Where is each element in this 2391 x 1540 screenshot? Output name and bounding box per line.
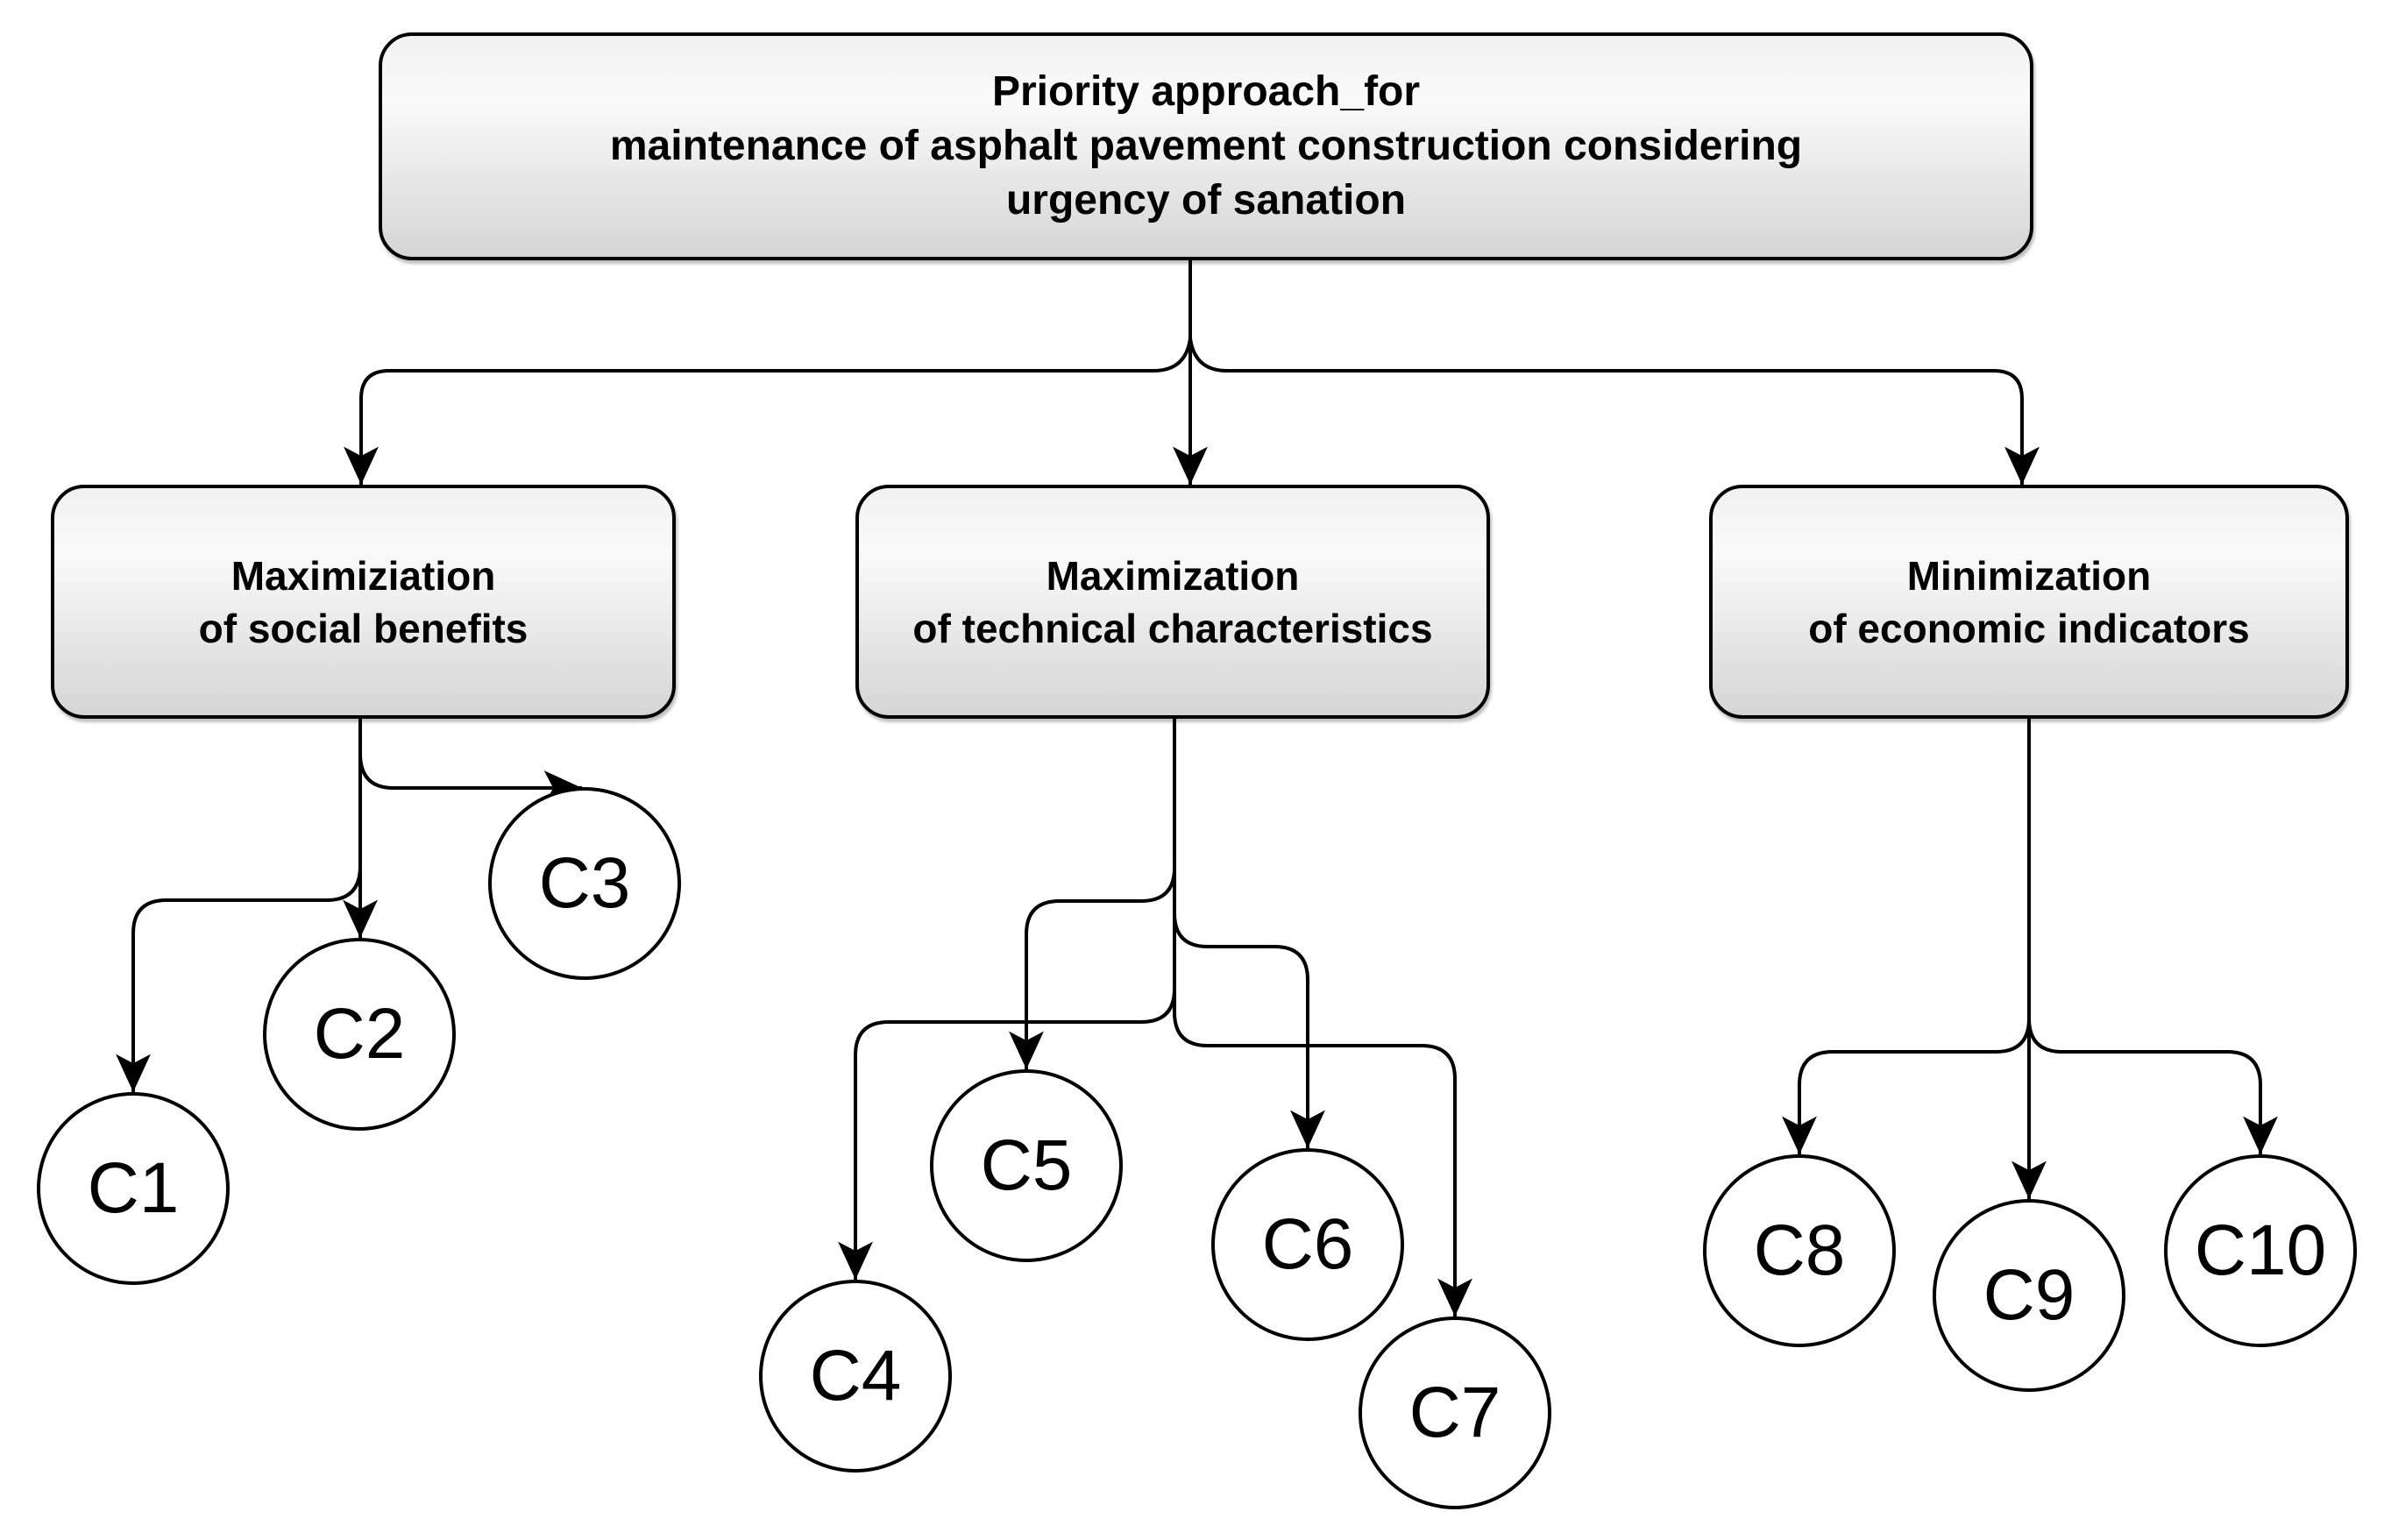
criterion-node-c9: C9 xyxy=(1933,1199,2125,1392)
criterion-node-c8: C8 xyxy=(1703,1154,1896,1347)
goal-node: Priority approach_for maintenance of asp… xyxy=(379,32,2033,260)
edge-technical-to-c7 xyxy=(1173,1011,1472,1316)
criterion-node-c6-label: C6 xyxy=(1261,1204,1354,1284)
criterion-node-c5: C5 xyxy=(930,1069,1123,1262)
goal-line-3: urgency of sanation xyxy=(1005,177,1407,224)
edge-social-to-c1 xyxy=(116,865,362,1092)
group-node-economic: Minimization of economic indicators xyxy=(1709,485,2349,719)
criterion-node-c6: C6 xyxy=(1211,1148,1404,1341)
goal-line-2: maintenance of asphalt pavement construc… xyxy=(609,123,1803,169)
criterion-node-c2-label: C2 xyxy=(313,994,406,1074)
group-node-social: Maximiziation of social benefits xyxy=(51,485,676,719)
criterion-node-c4: C4 xyxy=(759,1280,952,1473)
criterion-node-c1: C1 xyxy=(37,1092,230,1285)
criterion-node-c4-label: C4 xyxy=(809,1336,902,1416)
criterion-node-c10-label: C10 xyxy=(2194,1210,2327,1290)
edge-technical-to-c5 xyxy=(1009,867,1176,1069)
criterion-node-c3: C3 xyxy=(488,787,681,980)
edge-goal-to-social xyxy=(344,337,1192,485)
edge-social-to-c3 xyxy=(358,753,582,805)
group-node-technical-label: Maximization of technical characteristic… xyxy=(912,552,1433,651)
edge-technical-to-c6 xyxy=(1173,912,1325,1148)
edge-goal-to-economic xyxy=(1188,337,2040,485)
criterion-node-c7: C7 xyxy=(1359,1316,1551,1509)
goal-node-label: Priority approach_for maintenance of asp… xyxy=(610,65,1802,228)
edge-technical-to-c4 xyxy=(838,988,1176,1280)
criterion-node-c7-label: C7 xyxy=(1408,1373,1501,1452)
criterion-node-c5-label: C5 xyxy=(980,1125,1073,1205)
criterion-node-c9-label: C9 xyxy=(1983,1255,2075,1335)
criterion-node-c2: C2 xyxy=(263,938,456,1131)
edge-economic-to-c8 xyxy=(1782,1018,2031,1154)
edge-economic-to-c10 xyxy=(2027,1018,2278,1154)
group-node-technical: Maximization of technical characteristic… xyxy=(855,485,1490,719)
goal-line-1: Priority approach_for xyxy=(991,68,1421,115)
group-node-social-label: Maximiziation of social benefits xyxy=(198,552,529,651)
criterion-node-c8-label: C8 xyxy=(1753,1210,1846,1290)
criterion-node-c10: C10 xyxy=(2164,1154,2357,1347)
criterion-node-c1-label: C1 xyxy=(87,1148,180,1228)
group-node-economic-label: Minimization of economic indicators xyxy=(1808,552,2250,651)
criterion-node-c3-label: C3 xyxy=(538,843,631,923)
